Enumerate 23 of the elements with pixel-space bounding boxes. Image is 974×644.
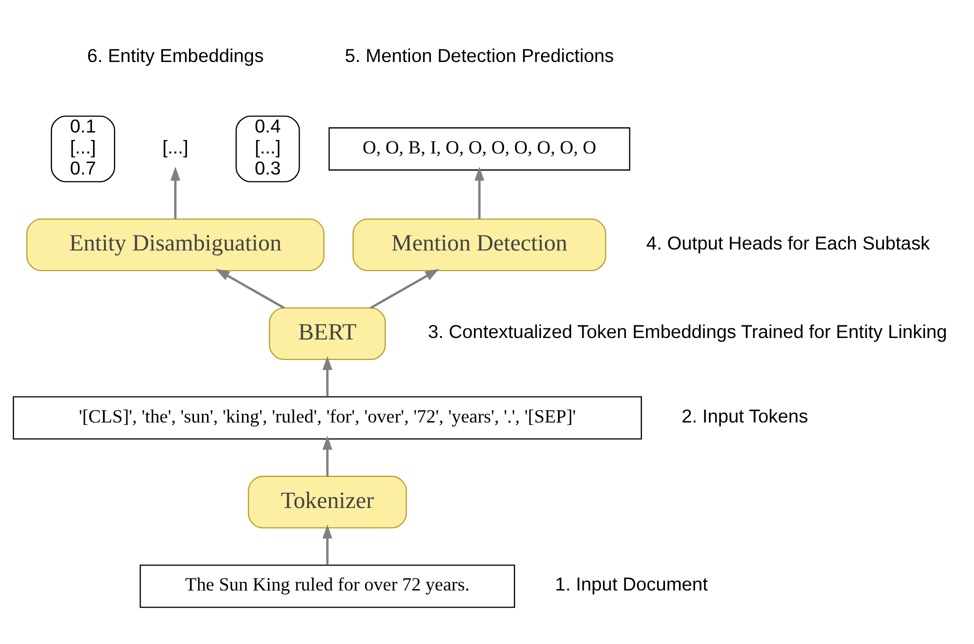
node-box: 0.1 [...] 0.7 <box>50 116 116 182</box>
node-box: 0.4 [...] 0.3 <box>236 116 300 182</box>
label: 5. Mention Detection Predictions <box>344 45 614 66</box>
node-box: Tokenizer <box>248 476 407 528</box>
arrow <box>474 166 484 220</box>
node-box: BERT <box>268 307 386 360</box>
arrow <box>322 436 332 476</box>
node-box: '[CLS]', 'the', 'sun', 'king', 'ruled', 'for', 'over', '72', 'years', '.', '[SEP]' <box>12 396 642 440</box>
arrow <box>370 268 440 309</box>
node-box: O, O, B, I, O, O, O, O, O, O, O <box>328 127 630 171</box>
label: 2. Input Tokens <box>682 405 808 426</box>
node-box: Mention Detection <box>352 218 606 272</box>
arrow <box>216 268 285 309</box>
label: 1. Input Document <box>555 574 708 595</box>
node-text: [...] <box>162 136 188 158</box>
label: 3. Contextualized Token Embeddings Trained for Entity Linking <box>428 321 948 342</box>
node-box: Entity Disambiguation <box>26 218 324 272</box>
label: 6. Entity Embeddings <box>87 45 264 66</box>
arrow <box>322 356 332 396</box>
label: 4. Output Heads for Each Subtask <box>646 232 930 254</box>
arrow <box>170 166 180 220</box>
node-box: The Sun King ruled for over 72 years. <box>140 564 516 608</box>
arrow <box>322 524 332 565</box>
